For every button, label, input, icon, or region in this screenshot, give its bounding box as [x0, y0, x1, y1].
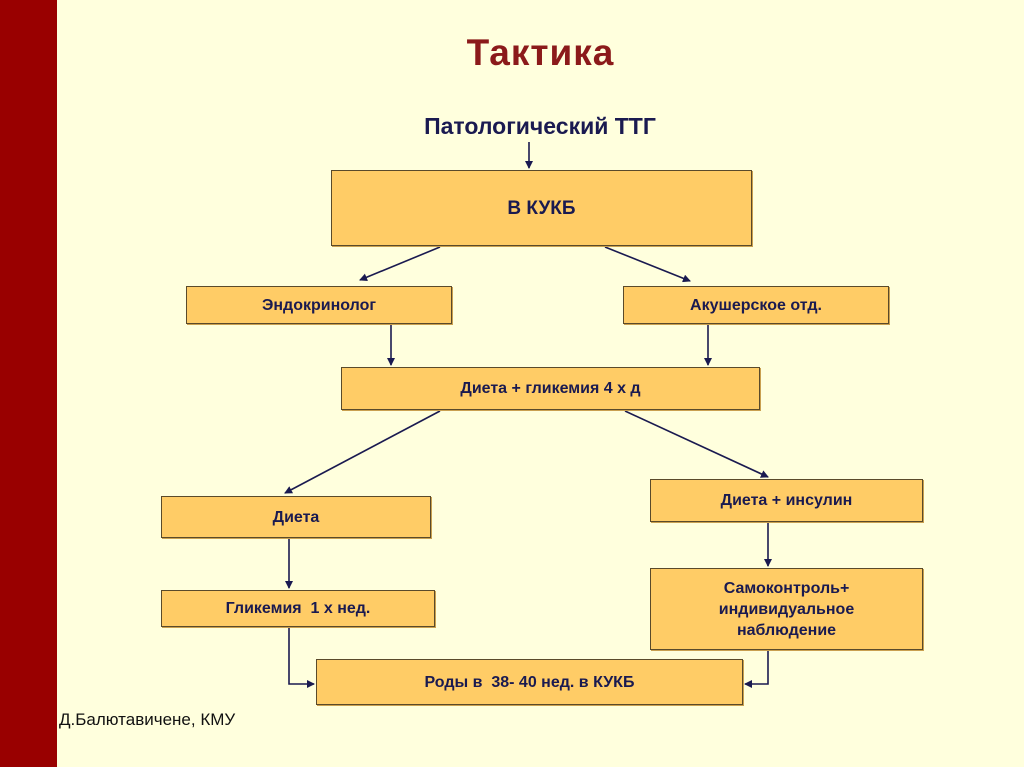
node-diet-insulin: Диета + инсулин: [650, 479, 923, 522]
node-obstetric: Акушерское отд.: [623, 286, 889, 324]
node-delivery: Роды в 38- 40 нед. в КУКБ: [316, 659, 743, 705]
node-endocrinologist: Эндокринолог: [186, 286, 452, 324]
node-kukb: В КУКБ: [331, 170, 752, 246]
node-diet-glycemia: Диета + гликемия 4 х д: [341, 367, 760, 410]
node-label: Акушерское отд.: [690, 296, 822, 314]
node-label: Диета: [272, 508, 320, 526]
node-selfcontrol: Самоконтроль+ индивидуальное наблюдение: [650, 568, 923, 650]
node-label: В КУКБ: [507, 197, 576, 219]
sidebar-accent-bar: [0, 0, 57, 767]
node-label: Самоконтроль+: [723, 579, 850, 597]
arrow: [284, 410, 441, 494]
node-label: Диета + гликемия 4 х д: [460, 380, 641, 397]
node-diet: Диета: [161, 496, 431, 538]
author-credit: Д.Балютавичене, КМУ: [59, 710, 236, 729]
node-label: Диета + инсулин: [720, 492, 853, 509]
slide-title: Тактика: [466, 32, 615, 73]
node-label: Гликемия 1 х нед.: [225, 600, 371, 617]
arrow: [744, 651, 769, 688]
arrow: [359, 246, 441, 282]
arrow: [624, 410, 769, 478]
arrow: [288, 628, 315, 688]
node-label: Роды в 38- 40 нед. в КУКБ: [424, 673, 635, 691]
arrow: [604, 246, 691, 283]
node-label: индивидуальное: [718, 600, 855, 618]
node-label: наблюдение: [736, 621, 837, 639]
node-glycemia-weekly: Гликемия 1 х нед.: [161, 590, 435, 627]
diagram-root-label: Патологический ТТГ: [424, 113, 656, 139]
node-label: Эндокринолог: [261, 296, 377, 314]
